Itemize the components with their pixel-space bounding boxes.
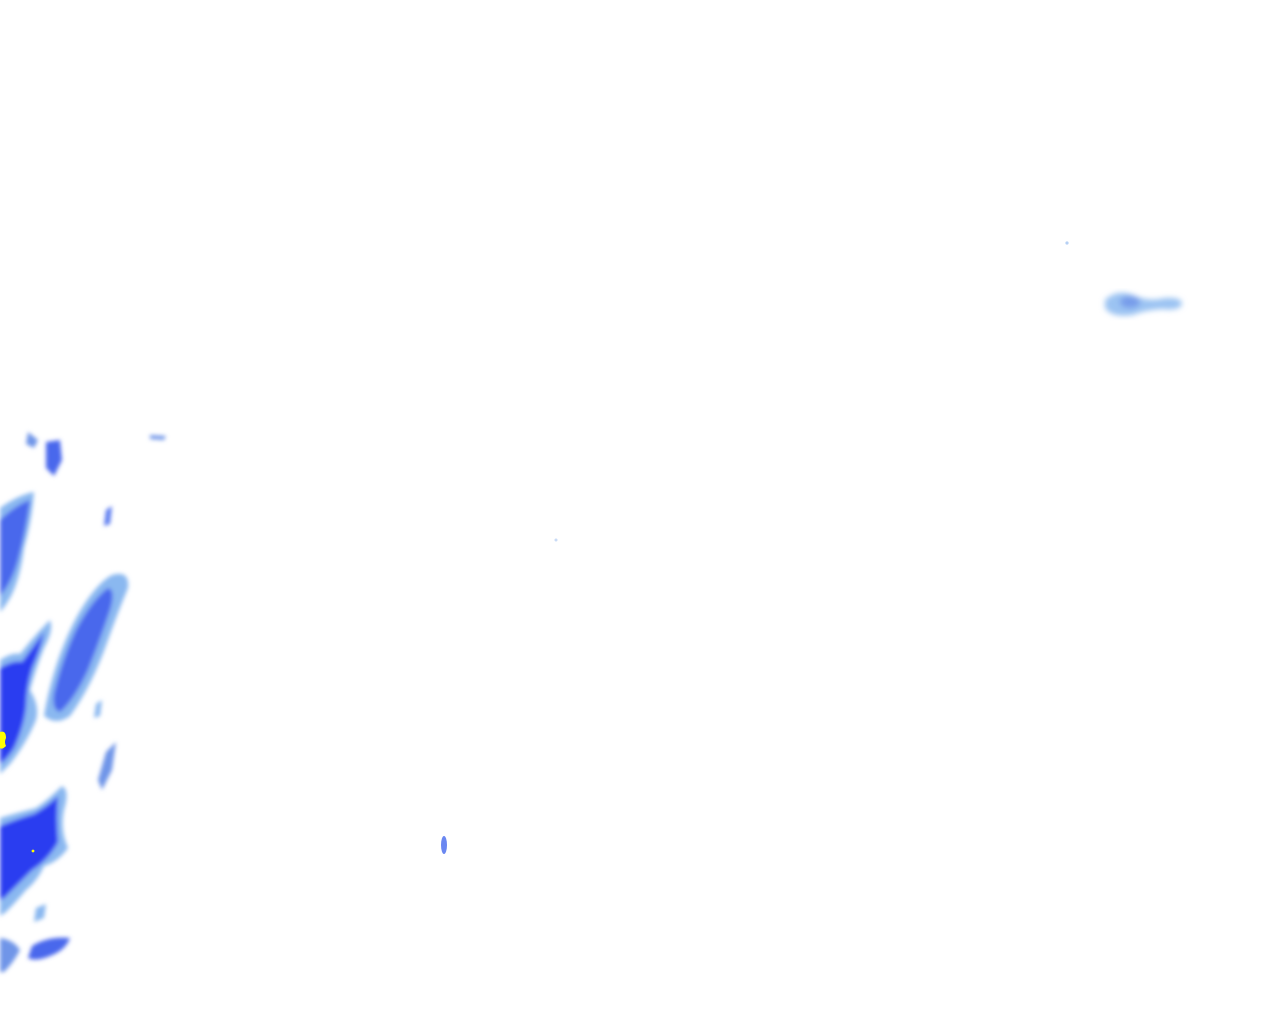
- echo-west-band-3: [0, 620, 52, 774]
- echo-west-band-4: [0, 786, 70, 972]
- echo-west-fragments: [26, 432, 166, 790]
- echo-west-band-1: [0, 492, 34, 612]
- echo-central-speck: [441, 836, 447, 854]
- echo-west-band-2: [44, 573, 129, 721]
- echo-northeast-small: [1105, 292, 1182, 316]
- echo-central-dot: [554, 538, 558, 542]
- echo-west-core: [0, 731, 35, 853]
- echo-northeast-dot: [1065, 241, 1069, 245]
